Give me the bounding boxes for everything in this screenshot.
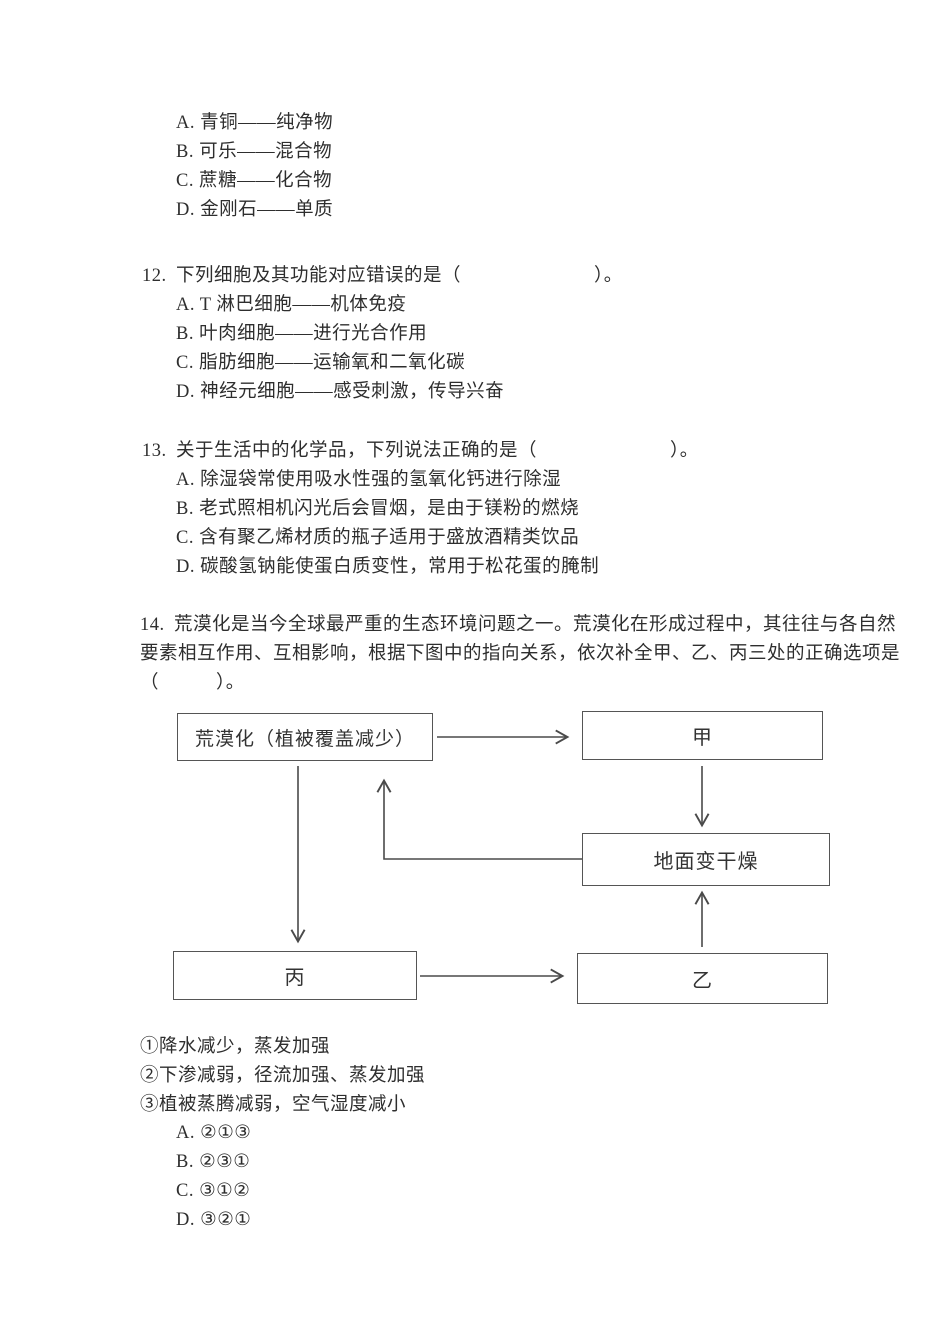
question-11-options: A. 青铜——纯净物 B. 可乐——混合物 C. 蔗糖——化合物 D. 金刚石—… [176,109,333,225]
q14-statement-1: ①降水减少，蒸发加强 [140,1037,331,1057]
arrow-ground-dry-to-desertification [376,778,582,860]
q13-option-b: B. 老式照相机闪光后会冒烟，是由于镁粉的燃烧 [176,499,580,519]
q13-text: 关于生活中的化学品，下列说法正确的是（ ）。 [176,441,699,461]
q14-text-line2: 要素相互作用、互相影响，根据下图中的指向关系，依次补全甲、乙、丙三处的正确选项是 [140,644,901,664]
q11-option-b: B. 可乐——混合物 [176,142,333,162]
diagram-box-jia: 甲 [582,711,823,760]
q14-statement-3: ③植被蒸腾减弱，空气湿度减小 [140,1095,407,1115]
q12-number: 12. [142,266,167,286]
q14-text-line3: （ ）。 [140,673,245,693]
q12-text: 下列细胞及其功能对应错误的是（ ）。 [176,266,623,286]
diagram-box-ground-dry: 地面变干燥 [582,833,830,886]
q13-options: A. 除湿袋常使用吸水性强的氢氧化钙进行除湿 B. 老式照相机闪光后会冒烟，是由… [176,466,699,582]
q11-option-c: C. 蔗糖——化合物 [176,171,333,191]
q14-line1: 14. 荒漠化是当今全球最严重的生态环境问题之一。荒漠化在形成过程中，其往往与各自… [140,611,900,640]
diagram-box-desertification: 荒漠化（植被覆盖减少） [177,713,433,761]
q12-option-a: A. T 淋巴细胞——机体免疫 [176,295,407,315]
q14-statements: ①降水减少，蒸发加强 ②下渗减弱，径流加强、蒸发加强 ③植被蒸腾减弱，空气湿度减… [140,1033,425,1120]
q13-option-d: D. 碳酸氢钠能使蛋白质变性，常用于松花蛋的腌制 [176,557,600,577]
q11-option-a: A. 青铜——纯净物 [176,113,334,133]
q14-number: 14. [140,615,165,635]
q12-option-d: D. 神经元细胞——感受刺激，传导兴奋 [176,382,505,402]
q14-option-d: D. ③②① [176,1210,252,1230]
q13-number: 13. [142,441,167,461]
question-14-options: A. ②①③ B. ②③① C. ③①② D. ③②① [176,1119,251,1235]
q11-option-d: D. 金刚石——单质 [176,200,334,220]
q12-option-b: B. 叶肉细胞——进行光合作用 [176,324,428,344]
question-13: 13. 关于生活中的化学品，下列说法正确的是（ ）。 A. 除湿袋常使用吸水性强的… [142,437,699,582]
diagram-box-yi: 乙 [577,953,828,1004]
question-12: 12. 下列细胞及其功能对应错误的是（ ）。 A. T 淋巴细胞——机体免疫 B.… [142,262,623,407]
q13-option-a: A. 除湿袋常使用吸水性强的氢氧化钙进行除湿 [176,470,562,490]
q14-option-c: C. ③①② [176,1181,251,1201]
question-14-stem: 14. 荒漠化是当今全球最严重的生态环境问题之一。荒漠化在形成过程中，其往往与各自… [140,611,900,698]
q14-statement-2: ②下渗减弱，径流加强、蒸发加强 [140,1066,426,1086]
q14-text-line1: 荒漠化是当今全球最严重的生态环境问题之一。荒漠化在形成过程中，其往往与各自然 [174,615,897,635]
q13-option-c: C. 含有聚乙烯材质的瓶子适用于盛放酒精类饮品 [176,528,580,548]
q12-header: 12. 下列细胞及其功能对应错误的是（ ）。 [142,262,623,291]
q12-options: A. T 淋巴细胞——机体免疫 B. 叶肉细胞——进行光合作用 C. 脂肪细胞—… [176,291,623,407]
q12-option-c: C. 脂肪细胞——运输氧和二氧化碳 [176,353,466,373]
q14-option-a: A. ②①③ [176,1123,252,1143]
q13-header: 13. 关于生活中的化学品，下列说法正确的是（ ）。 [142,437,699,466]
diagram-box-bing: 丙 [173,951,417,1000]
q14-option-b: B. ②③① [176,1152,251,1172]
